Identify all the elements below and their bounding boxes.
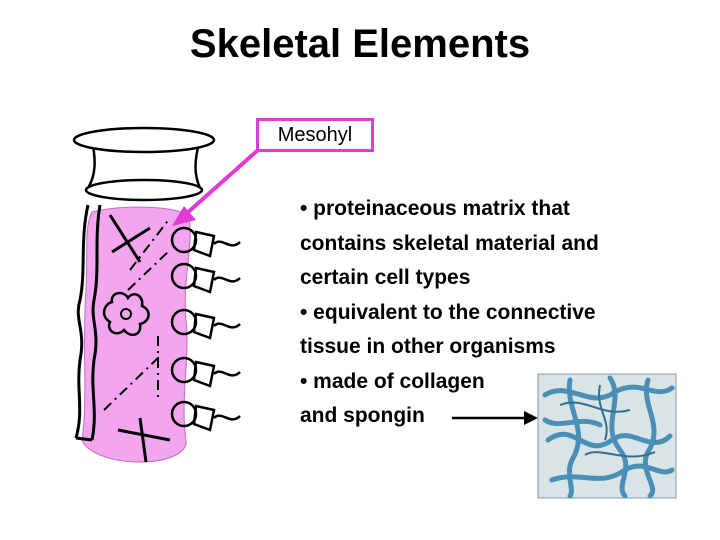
- description-line: • made of collagen: [300, 369, 485, 393]
- description-line: • equivalent to the connective: [300, 300, 596, 324]
- choanocyte-4: [170, 356, 241, 388]
- mesohyl-pointer-arrow: [172, 148, 260, 226]
- choanocyte-column: [170, 226, 241, 432]
- choanocyte-5: [170, 400, 241, 432]
- cell-migration-paths: [103, 217, 171, 411]
- mesohyl-callout-label: Mesohyl: [256, 118, 374, 152]
- description-line: • proteinaceous matrix that: [300, 197, 570, 220]
- spicule-bottom: [117, 417, 171, 463]
- mesohyl-description: • proteinaceous matrix that contains ske…: [300, 192, 700, 434]
- choanocyte-1: [170, 226, 241, 258]
- cell-nucleus: [120, 308, 132, 320]
- cylinder-top: [72, 126, 216, 202]
- page-title: Skeletal Elements: [189, 22, 531, 66]
- spongin-fiber-micrograph: [537, 373, 677, 499]
- amoebocyte-cell: [102, 291, 150, 337]
- description-line: contains skeletal material and: [300, 231, 599, 255]
- description-line: tissue in other organisms: [300, 335, 556, 358]
- choanocyte-3: [170, 308, 241, 340]
- pinacoderm-wall: [74, 204, 102, 442]
- description-line: and spongin: [300, 404, 425, 427]
- spongin-arrow: [452, 411, 538, 425]
- description-line: certain cell types: [300, 266, 471, 289]
- choanocyte-2: [170, 262, 241, 294]
- spicule-top: [108, 214, 151, 263]
